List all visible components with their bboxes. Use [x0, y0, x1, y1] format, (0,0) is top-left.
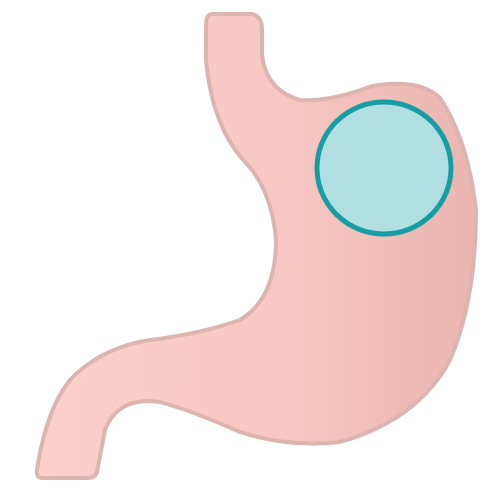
stomach-icon: [34, 12, 478, 480]
gastric-balloon-icon: [314, 99, 454, 237]
